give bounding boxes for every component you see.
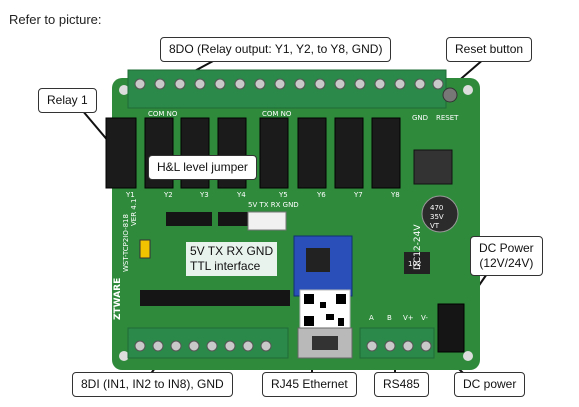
svg-text:WST-TCP2IO-818: WST-TCP2IO-818 xyxy=(122,214,130,272)
callout-dc-power-bottom: DC power xyxy=(454,372,526,397)
svg-text:5V TX RX GND: 5V TX RX GND xyxy=(248,201,299,209)
svg-text:RESET: RESET xyxy=(436,114,459,122)
svg-text:Y4: Y4 xyxy=(236,191,246,199)
svg-text:Y8: Y8 xyxy=(390,191,400,199)
rs485-terminal-block: A B V+ V- xyxy=(359,314,435,359)
intro-text: Refer to picture: xyxy=(9,12,102,27)
callout-rs485: RS485 xyxy=(374,372,429,397)
callout-di-terminals: 8DI (IN1, IN2 to IN8), GND xyxy=(72,372,233,397)
svg-text:COM NO: COM NO xyxy=(148,110,178,118)
callout-relay-1: Relay 1 xyxy=(38,88,97,113)
dc-jack xyxy=(437,303,465,353)
svg-text:Y7: Y7 xyxy=(353,191,363,199)
svg-text:ZTWARE: ZTWARE xyxy=(113,278,123,320)
do-terminal-block xyxy=(127,69,447,109)
ic-chip xyxy=(166,212,212,226)
svg-text:Y6: Y6 xyxy=(316,191,326,199)
relay-5 xyxy=(259,117,289,189)
svg-text:GND: GND xyxy=(412,114,428,122)
voltage-regulator xyxy=(413,149,453,185)
ttl-line-2: TTL interface xyxy=(190,259,261,273)
reset-button xyxy=(442,87,458,103)
level-jumper xyxy=(139,239,151,259)
svg-text:Y2: Y2 xyxy=(163,191,173,199)
relay-8 xyxy=(371,117,401,189)
callout-dc-power: DC Power (12V/24V) xyxy=(470,236,543,276)
svg-text:Y1: Y1 xyxy=(125,191,135,199)
relay-7 xyxy=(334,117,364,189)
callout-reset-button: Reset button xyxy=(446,37,533,62)
capacitor xyxy=(421,195,459,233)
svg-text:A: A xyxy=(369,314,374,322)
svg-text:VER 4.1: VER 4.1 xyxy=(130,199,138,226)
ic-chip xyxy=(140,290,290,306)
svg-text:V+: V+ xyxy=(403,314,414,322)
svg-text:Y5: Y5 xyxy=(278,191,288,199)
svg-text:V-: V- xyxy=(421,314,428,322)
relay-1 xyxy=(105,117,137,189)
ttl-line-1: 5V TX RX GND xyxy=(190,244,274,258)
callout-rj45: RJ45 Ethernet xyxy=(262,372,357,397)
callout-ttl-interface: 5V TX RX GND TTL interface xyxy=(186,242,278,276)
svg-text:35V: 35V xyxy=(430,213,444,221)
svg-text:DC12-24V: DC12-24V xyxy=(413,224,423,270)
dc-power-line-1: DC Power xyxy=(479,241,534,255)
svg-text:470: 470 xyxy=(430,204,443,212)
svg-text:VT: VT xyxy=(430,222,440,230)
di-terminal-block xyxy=(127,327,289,359)
svg-text:Y3: Y3 xyxy=(199,191,209,199)
dc-power-line-2: (12V/24V) xyxy=(479,256,534,270)
svg-text:102: 102 xyxy=(408,260,421,268)
callout-level-jumper: H&L level jumper xyxy=(148,155,257,180)
svg-text:B: B xyxy=(387,314,392,322)
relay-6 xyxy=(297,117,327,189)
callout-do-terminals: 8DO (Relay output: Y1, Y2, to Y8, GND) xyxy=(160,37,392,62)
svg-text:COM NO: COM NO xyxy=(262,110,292,118)
ttl-header xyxy=(247,211,287,231)
